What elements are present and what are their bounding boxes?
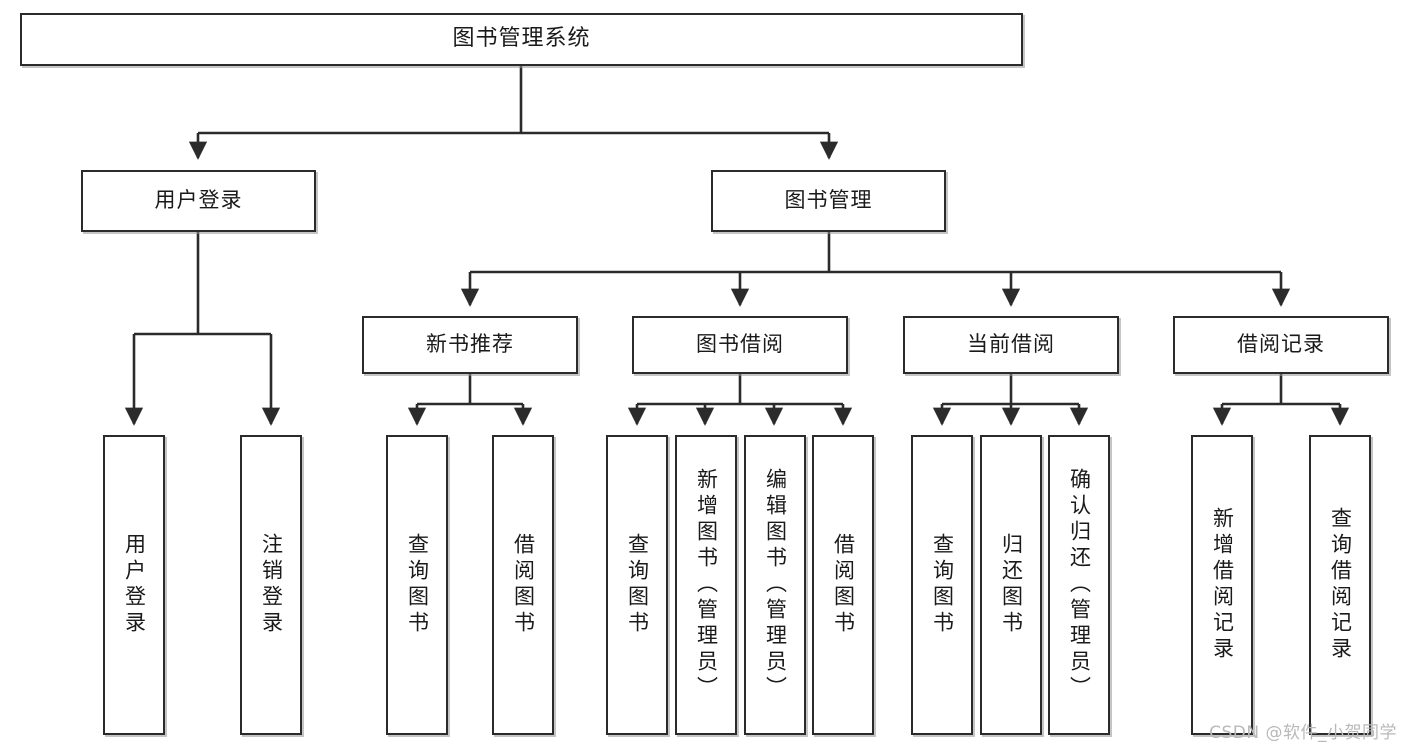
node-book-manage-label: 图书管理 — [784, 188, 873, 213]
node-current-borrow[interactable]: 当前借阅 — [903, 316, 1119, 374]
leaf-user-login[interactable]: 用户登录 — [103, 435, 165, 735]
leaf-borrow-book-2-label: 借阅图书 — [831, 533, 856, 637]
node-user-login-label: 用户登录 — [154, 188, 243, 213]
node-root[interactable]: 图书管理系统 — [20, 13, 1023, 66]
leaf-confirm-return-label: 确认归还（管理员） — [1067, 468, 1092, 702]
leaf-logout[interactable]: 注销登录 — [240, 435, 302, 735]
leaf-add-record-label: 新增借阅记录 — [1210, 507, 1235, 663]
leaf-borrow-book-1[interactable]: 借阅图书 — [492, 435, 554, 735]
node-borrow-record[interactable]: 借阅记录 — [1173, 316, 1389, 374]
leaf-return-book-label: 归还图书 — [999, 533, 1024, 637]
leaf-query-record-label: 查询借阅记录 — [1328, 507, 1353, 663]
leaf-user-login-label: 用户登录 — [122, 533, 147, 637]
node-current-borrow-label: 当前借阅 — [967, 332, 1055, 357]
node-new-book-recommend[interactable]: 新书推荐 — [362, 316, 578, 374]
leaf-edit-book-label: 编辑图书（管理员） — [763, 468, 788, 702]
leaf-query-book-3[interactable]: 查询图书 — [911, 435, 973, 735]
leaf-borrow-book-1-label: 借阅图书 — [511, 533, 536, 637]
leaf-add-book[interactable]: 新增图书（管理员） — [675, 435, 737, 735]
leaf-query-record[interactable]: 查询借阅记录 — [1309, 435, 1371, 735]
node-book-manage[interactable]: 图书管理 — [711, 170, 946, 232]
node-book-borrow-label: 图书借阅 — [696, 332, 784, 357]
node-new-book-recommend-label: 新书推荐 — [426, 332, 514, 357]
leaf-query-book-2[interactable]: 查询图书 — [606, 435, 668, 735]
node-book-borrow[interactable]: 图书借阅 — [632, 316, 848, 374]
node-user-login[interactable]: 用户登录 — [81, 170, 316, 232]
leaf-borrow-book-2[interactable]: 借阅图书 — [812, 435, 874, 735]
leaf-query-book-3-label: 查询图书 — [930, 533, 955, 637]
leaf-add-book-label: 新增图书（管理员） — [694, 468, 719, 702]
node-borrow-record-label: 借阅记录 — [1237, 332, 1325, 357]
leaf-query-book-1[interactable]: 查询图书 — [386, 435, 448, 735]
leaf-query-book-2-label: 查询图书 — [625, 533, 650, 637]
csdn-watermark: CSDN @软件_小贺同学 — [1209, 723, 1397, 743]
node-root-label: 图书管理系统 — [452, 26, 591, 52]
leaf-add-record[interactable]: 新增借阅记录 — [1191, 435, 1253, 735]
leaf-return-book[interactable]: 归还图书 — [980, 435, 1042, 735]
leaf-confirm-return[interactable]: 确认归还（管理员） — [1048, 435, 1110, 735]
leaf-logout-label: 注销登录 — [259, 533, 284, 637]
leaf-edit-book[interactable]: 编辑图书（管理员） — [744, 435, 806, 735]
leaf-query-book-1-label: 查询图书 — [405, 533, 430, 637]
